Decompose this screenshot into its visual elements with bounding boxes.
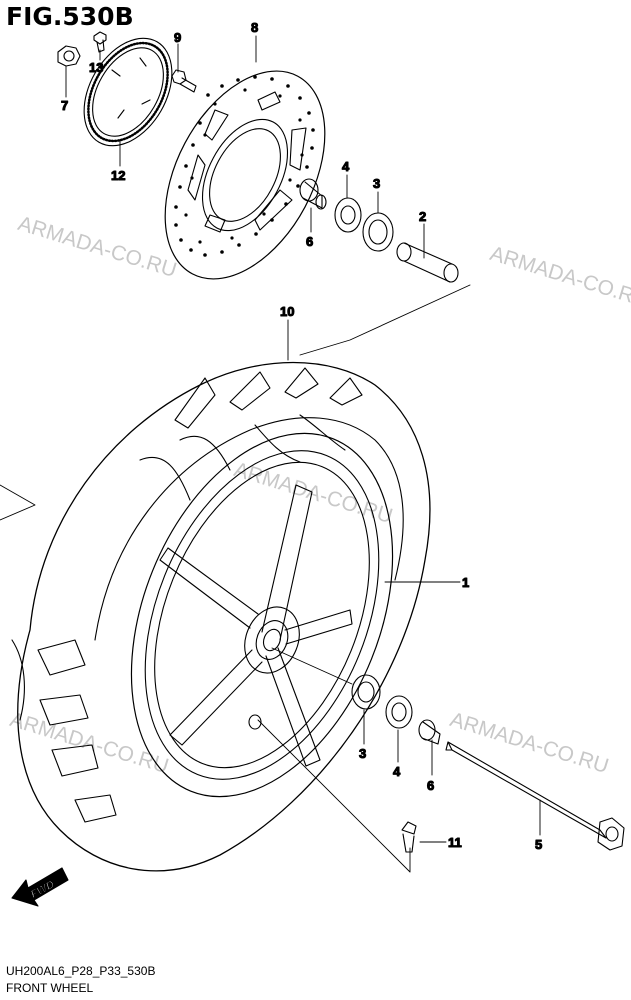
callout-4-top: 4 [342, 159, 350, 174]
collar-top-drawing [299, 178, 327, 210]
fwd-arrow [11, 867, 69, 907]
figure-caption: FRONT WHEEL [6, 981, 94, 995]
leader-lines [0, 35, 541, 873]
callout-2: 2 [419, 209, 426, 224]
fwd-label: FWD [29, 878, 57, 900]
collar-bottom-drawing [418, 719, 441, 745]
spacer-drawing [396, 242, 459, 283]
screw-drawing [93, 31, 107, 53]
callout-3-bottom: 3 [359, 746, 366, 761]
oil-seal-bottom-drawing [385, 695, 413, 729]
nut-drawing [57, 45, 81, 67]
brake-disc-holes [174, 75, 315, 257]
brake-disc-drawing [164, 70, 326, 280]
callout-10: 10 [280, 304, 294, 319]
callout-11: 11 [448, 835, 462, 850]
drawing-code: UH200AL6_P28_P33_530B [6, 964, 156, 978]
callout-4-bottom: 4 [393, 764, 401, 779]
oil-seal-top-drawing [334, 197, 362, 233]
callout-12: 12 [111, 168, 125, 183]
valve-drawing [401, 821, 417, 853]
callout-13: 13 [89, 60, 103, 75]
callout-9: 9 [174, 30, 181, 45]
tire-drawing [11, 361, 431, 872]
callout-6-top: 6 [306, 234, 313, 249]
callout-1: 1 [462, 575, 469, 590]
bearing-bottom-drawing [351, 674, 381, 710]
callout-5: 5 [535, 837, 542, 852]
sensor-ring-drawing [83, 37, 173, 147]
axle-drawing [445, 741, 625, 851]
bearing-top-drawing [362, 212, 394, 252]
callout-3-top: 3 [373, 176, 380, 191]
figure-title: FIG.530B [6, 2, 134, 31]
disc-bolt-drawing [171, 69, 197, 93]
callout-8: 8 [251, 20, 258, 35]
callout-6-bottom: 6 [427, 778, 434, 793]
callout-7: 7 [61, 98, 68, 113]
